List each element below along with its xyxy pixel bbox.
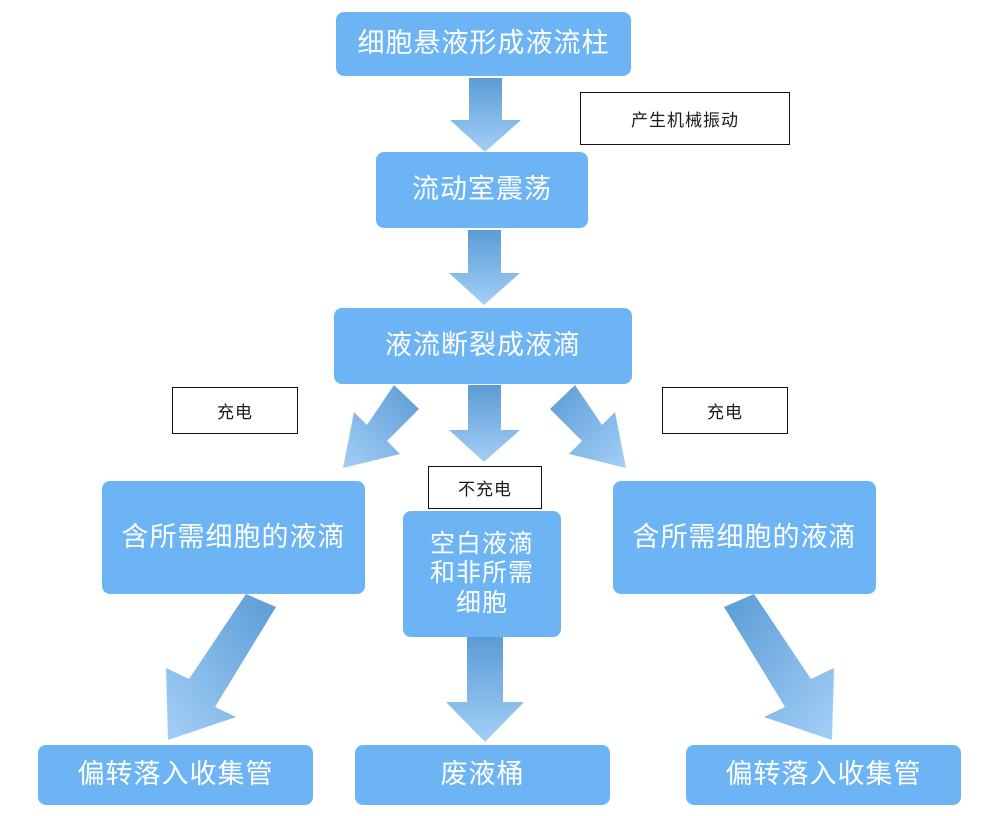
node-label: 含所需细胞的液滴 xyxy=(121,521,346,552)
node-droplet-with-target-cells-right[interactable]: 含所需细胞的液滴 xyxy=(613,481,876,594)
node-deflect-into-collection-tube-right[interactable]: 偏转落入收集管 xyxy=(686,745,961,805)
node-label: 空白液滴 和非所需 细胞 xyxy=(429,529,534,617)
node-label: 产生机械振动 xyxy=(631,111,739,130)
node-waste-container[interactable]: 废液桶 xyxy=(355,745,610,805)
node-charge-left-label[interactable]: 充电 xyxy=(172,387,298,434)
node-flow-chamber-oscillation[interactable]: 流动室震荡 xyxy=(376,152,588,228)
node-label: 废液桶 xyxy=(440,759,525,790)
node-no-charge-label[interactable]: 不充电 xyxy=(428,466,542,509)
arrow-n8-n11 xyxy=(166,594,276,740)
arrow-n3-n4 xyxy=(449,230,520,305)
node-label: 流动室震荡 xyxy=(412,174,552,205)
node-label: 偏转落入收集管 xyxy=(725,759,922,790)
node-label: 含所需细胞的液滴 xyxy=(632,521,857,552)
node-label: 细胞悬液形成液流柱 xyxy=(357,28,610,59)
node-deflect-into-collection-tube-left[interactable]: 偏转落入收集管 xyxy=(38,745,313,805)
node-mechanical-vibration-label[interactable]: 产生机械振动 xyxy=(580,92,790,145)
node-label: 不充电 xyxy=(458,480,512,499)
node-label: 偏转落入收集管 xyxy=(77,759,274,790)
arrow-n4-n8 xyxy=(343,385,419,468)
node-charge-right-label[interactable]: 充电 xyxy=(662,387,788,434)
node-blank-droplet-and-unwanted-cells[interactable]: 空白液滴 和非所需 细胞 xyxy=(403,511,561,637)
node-label: 充电 xyxy=(707,403,743,422)
node-label: 充电 xyxy=(217,403,253,422)
arrow-n10-n13 xyxy=(724,594,834,740)
arrow-n4-n9 xyxy=(449,385,520,462)
node-label: 液流断裂成液滴 xyxy=(385,330,581,361)
node-stream-breaks-into-droplets[interactable]: 液流断裂成液滴 xyxy=(334,308,632,384)
arrow-n1-n3 xyxy=(450,78,521,152)
arrow-n9-n12 xyxy=(446,637,524,742)
node-droplet-with-target-cells-left[interactable]: 含所需细胞的液滴 xyxy=(102,481,365,594)
arrow-n4-n10 xyxy=(550,385,626,468)
node-cell-suspension-stream[interactable]: 细胞悬液形成液流柱 xyxy=(336,12,631,76)
